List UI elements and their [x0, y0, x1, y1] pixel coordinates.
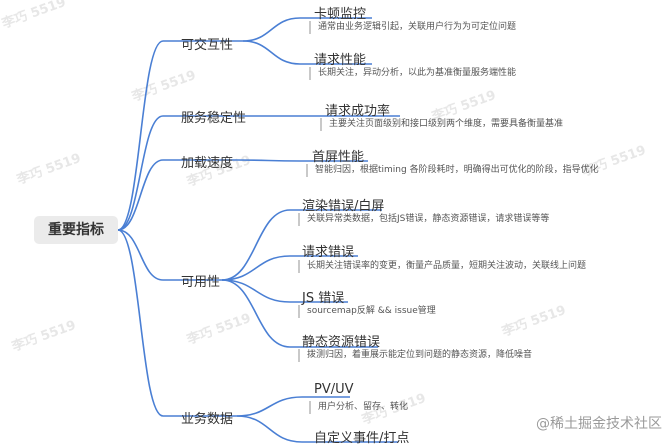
footer-watermark: @稀土掘金技术社区	[536, 416, 662, 432]
leaf-title: 请求性能	[314, 53, 367, 68]
leaf-title: JS 错误	[302, 291, 345, 306]
root-branch-connector	[117, 115, 250, 231]
branch-leaf-connector	[236, 415, 398, 443]
branch-leaf-connector	[221, 279, 378, 348]
leaf-desc: 主要关注页面级别和接口级别两个维度，需要具备衡量基准	[320, 118, 563, 131]
branch-leaf-connector	[236, 159, 368, 162]
leaf-title: 自定义事件/打点	[314, 431, 410, 446]
branch-service-stability: 服务稳定性	[181, 111, 247, 126]
leaf-desc: sourcemap反解 && issue管理	[298, 305, 436, 318]
leaf-title: 静态资源错误	[302, 335, 381, 350]
root-node: 重要指标	[34, 216, 118, 244]
leaf-desc: 用户分析、留存、转化	[309, 401, 408, 414]
leaf-title: 首屏性能	[312, 150, 365, 165]
branch-leaf-connector	[236, 396, 350, 417]
branch-availability: 可用性	[181, 275, 221, 290]
leaf-title: 渲染错误/白屏	[302, 199, 385, 214]
branch-leaf-connector	[242, 17, 372, 42]
leaf-title: 请求成功率	[325, 104, 391, 119]
leaf-title: PV/UV	[314, 382, 354, 397]
branch-leaf-connector	[221, 279, 348, 303]
branch-business-data: 业务数据	[181, 412, 234, 427]
root-branch-connector	[117, 229, 222, 281]
branch-leaf-connector	[221, 209, 382, 281]
leaf-title: 卡顿监控	[314, 7, 367, 22]
branch-interactivity: 可交互性	[181, 38, 234, 53]
root-branch-connector	[117, 159, 237, 231]
root-branch-connector	[117, 229, 237, 417]
leaf-desc: 拨测归因，着重展示能定位到问题的静态资源，降低噪音	[298, 349, 532, 362]
root-branch-connector	[117, 40, 243, 231]
branch-load-speed: 加载速度	[181, 156, 234, 171]
leaf-desc: 通常由业务逻辑引起，关联用户行为为可定位问题	[309, 21, 516, 34]
branch-leaf-connector	[221, 255, 358, 281]
leaf-desc: 智能归因，根据timing 各阶段耗时，明确得出可优化的阶段，指导优化	[306, 164, 599, 177]
leaf-desc: 长期关注，异动分析，以此为基准衡量服务端性能	[309, 67, 516, 80]
leaf-desc: 关联异常类数据，包括JS错误，静态资源错误，请求错误等等	[298, 213, 549, 226]
leaf-desc: 长期关注错误率的变更，衡量产品质量，短期关注波动，关联线上问题	[298, 260, 586, 273]
leaf-title: 请求错误	[302, 245, 355, 260]
branch-leaf-connector	[242, 40, 372, 65]
